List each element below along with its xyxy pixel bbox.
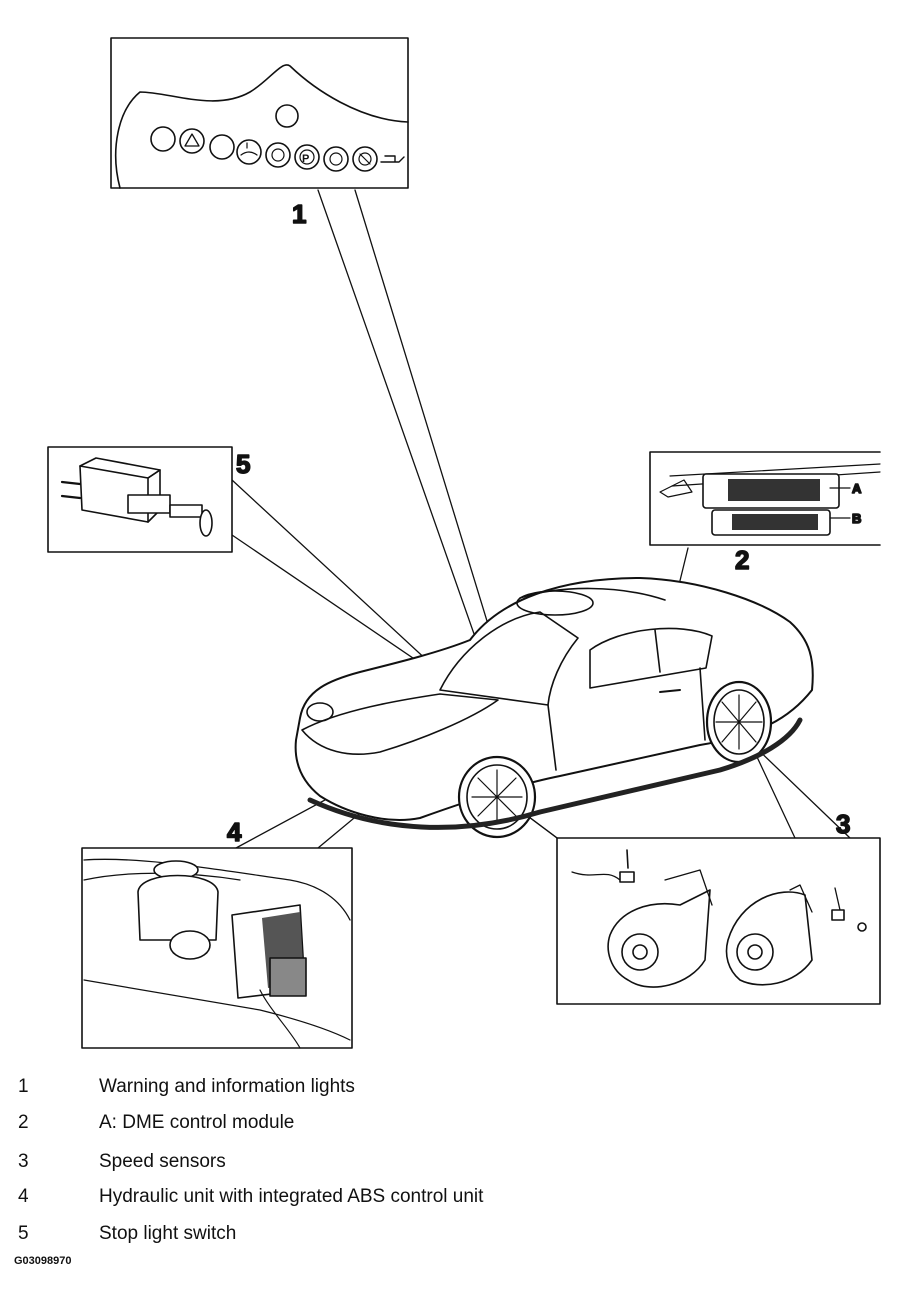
inset-dme-control-module bbox=[649, 451, 881, 546]
legend-number: 3 bbox=[18, 1151, 29, 1172]
car-illustration bbox=[294, 577, 814, 839]
callout-2: 2 bbox=[735, 545, 749, 575]
legend-description: Speed sensors bbox=[99, 1151, 226, 1172]
callout-5: 5 bbox=[236, 449, 250, 479]
legend-number: 5 bbox=[18, 1223, 29, 1244]
legend-item: 2 A: DME control module bbox=[0, 1112, 900, 1140]
speed-sensor-front bbox=[619, 871, 635, 883]
legend-number: 1 bbox=[18, 1076, 29, 1097]
front-wheel bbox=[466, 764, 528, 830]
legend-description: Stop light switch bbox=[99, 1223, 237, 1244]
traction-control-icon bbox=[352, 146, 378, 172]
legend-number: 4 bbox=[18, 1186, 29, 1207]
callout-1: 1 bbox=[292, 199, 306, 229]
legend-item: 5 Stop light switch bbox=[0, 1223, 900, 1251]
inset-hydraulic-unit bbox=[81, 847, 353, 1049]
indicator-light-top bbox=[275, 104, 299, 128]
parking-brake-icon bbox=[294, 144, 320, 170]
inset-speed-sensors bbox=[556, 837, 881, 1005]
speed-sensor-rear bbox=[831, 909, 845, 921]
connector-a-label: A bbox=[852, 481, 862, 496]
legend-item: 3 Speed sensors bbox=[0, 1151, 900, 1179]
legend-item: 1 Warning and information lights bbox=[0, 1076, 900, 1104]
inset-stop-light-switch bbox=[47, 446, 233, 553]
hazard-warning-icon bbox=[179, 128, 205, 154]
rear-wheel bbox=[713, 689, 765, 755]
oil-pressure-icon bbox=[380, 155, 405, 163]
component-location-diagram: P bbox=[47, 37, 881, 1049]
sunroof bbox=[516, 590, 594, 616]
legend-number: 2 bbox=[18, 1112, 29, 1133]
brake-fluid-icon bbox=[236, 139, 262, 165]
legend-description: Hydraulic unit with integrated ABS contr… bbox=[99, 1186, 484, 1207]
callout-3: 3 bbox=[836, 809, 850, 839]
blank-light-icon bbox=[209, 134, 235, 160]
brake-system-icon bbox=[323, 146, 349, 172]
legend-description: Warning and information lights bbox=[99, 1076, 355, 1097]
connector-b-label: B bbox=[852, 511, 861, 526]
abs-warning-icon bbox=[265, 142, 291, 168]
figure-id: G03098970 bbox=[14, 1255, 72, 1267]
callout-4: 4 bbox=[227, 817, 242, 847]
blank-light-icon bbox=[150, 126, 176, 152]
legend-description: A: DME control module bbox=[99, 1112, 295, 1133]
svg-text:P: P bbox=[302, 153, 309, 165]
inset-warning-lights: P bbox=[110, 37, 409, 189]
legend-item: 4 Hydraulic unit with integrated ABS con… bbox=[0, 1186, 900, 1214]
